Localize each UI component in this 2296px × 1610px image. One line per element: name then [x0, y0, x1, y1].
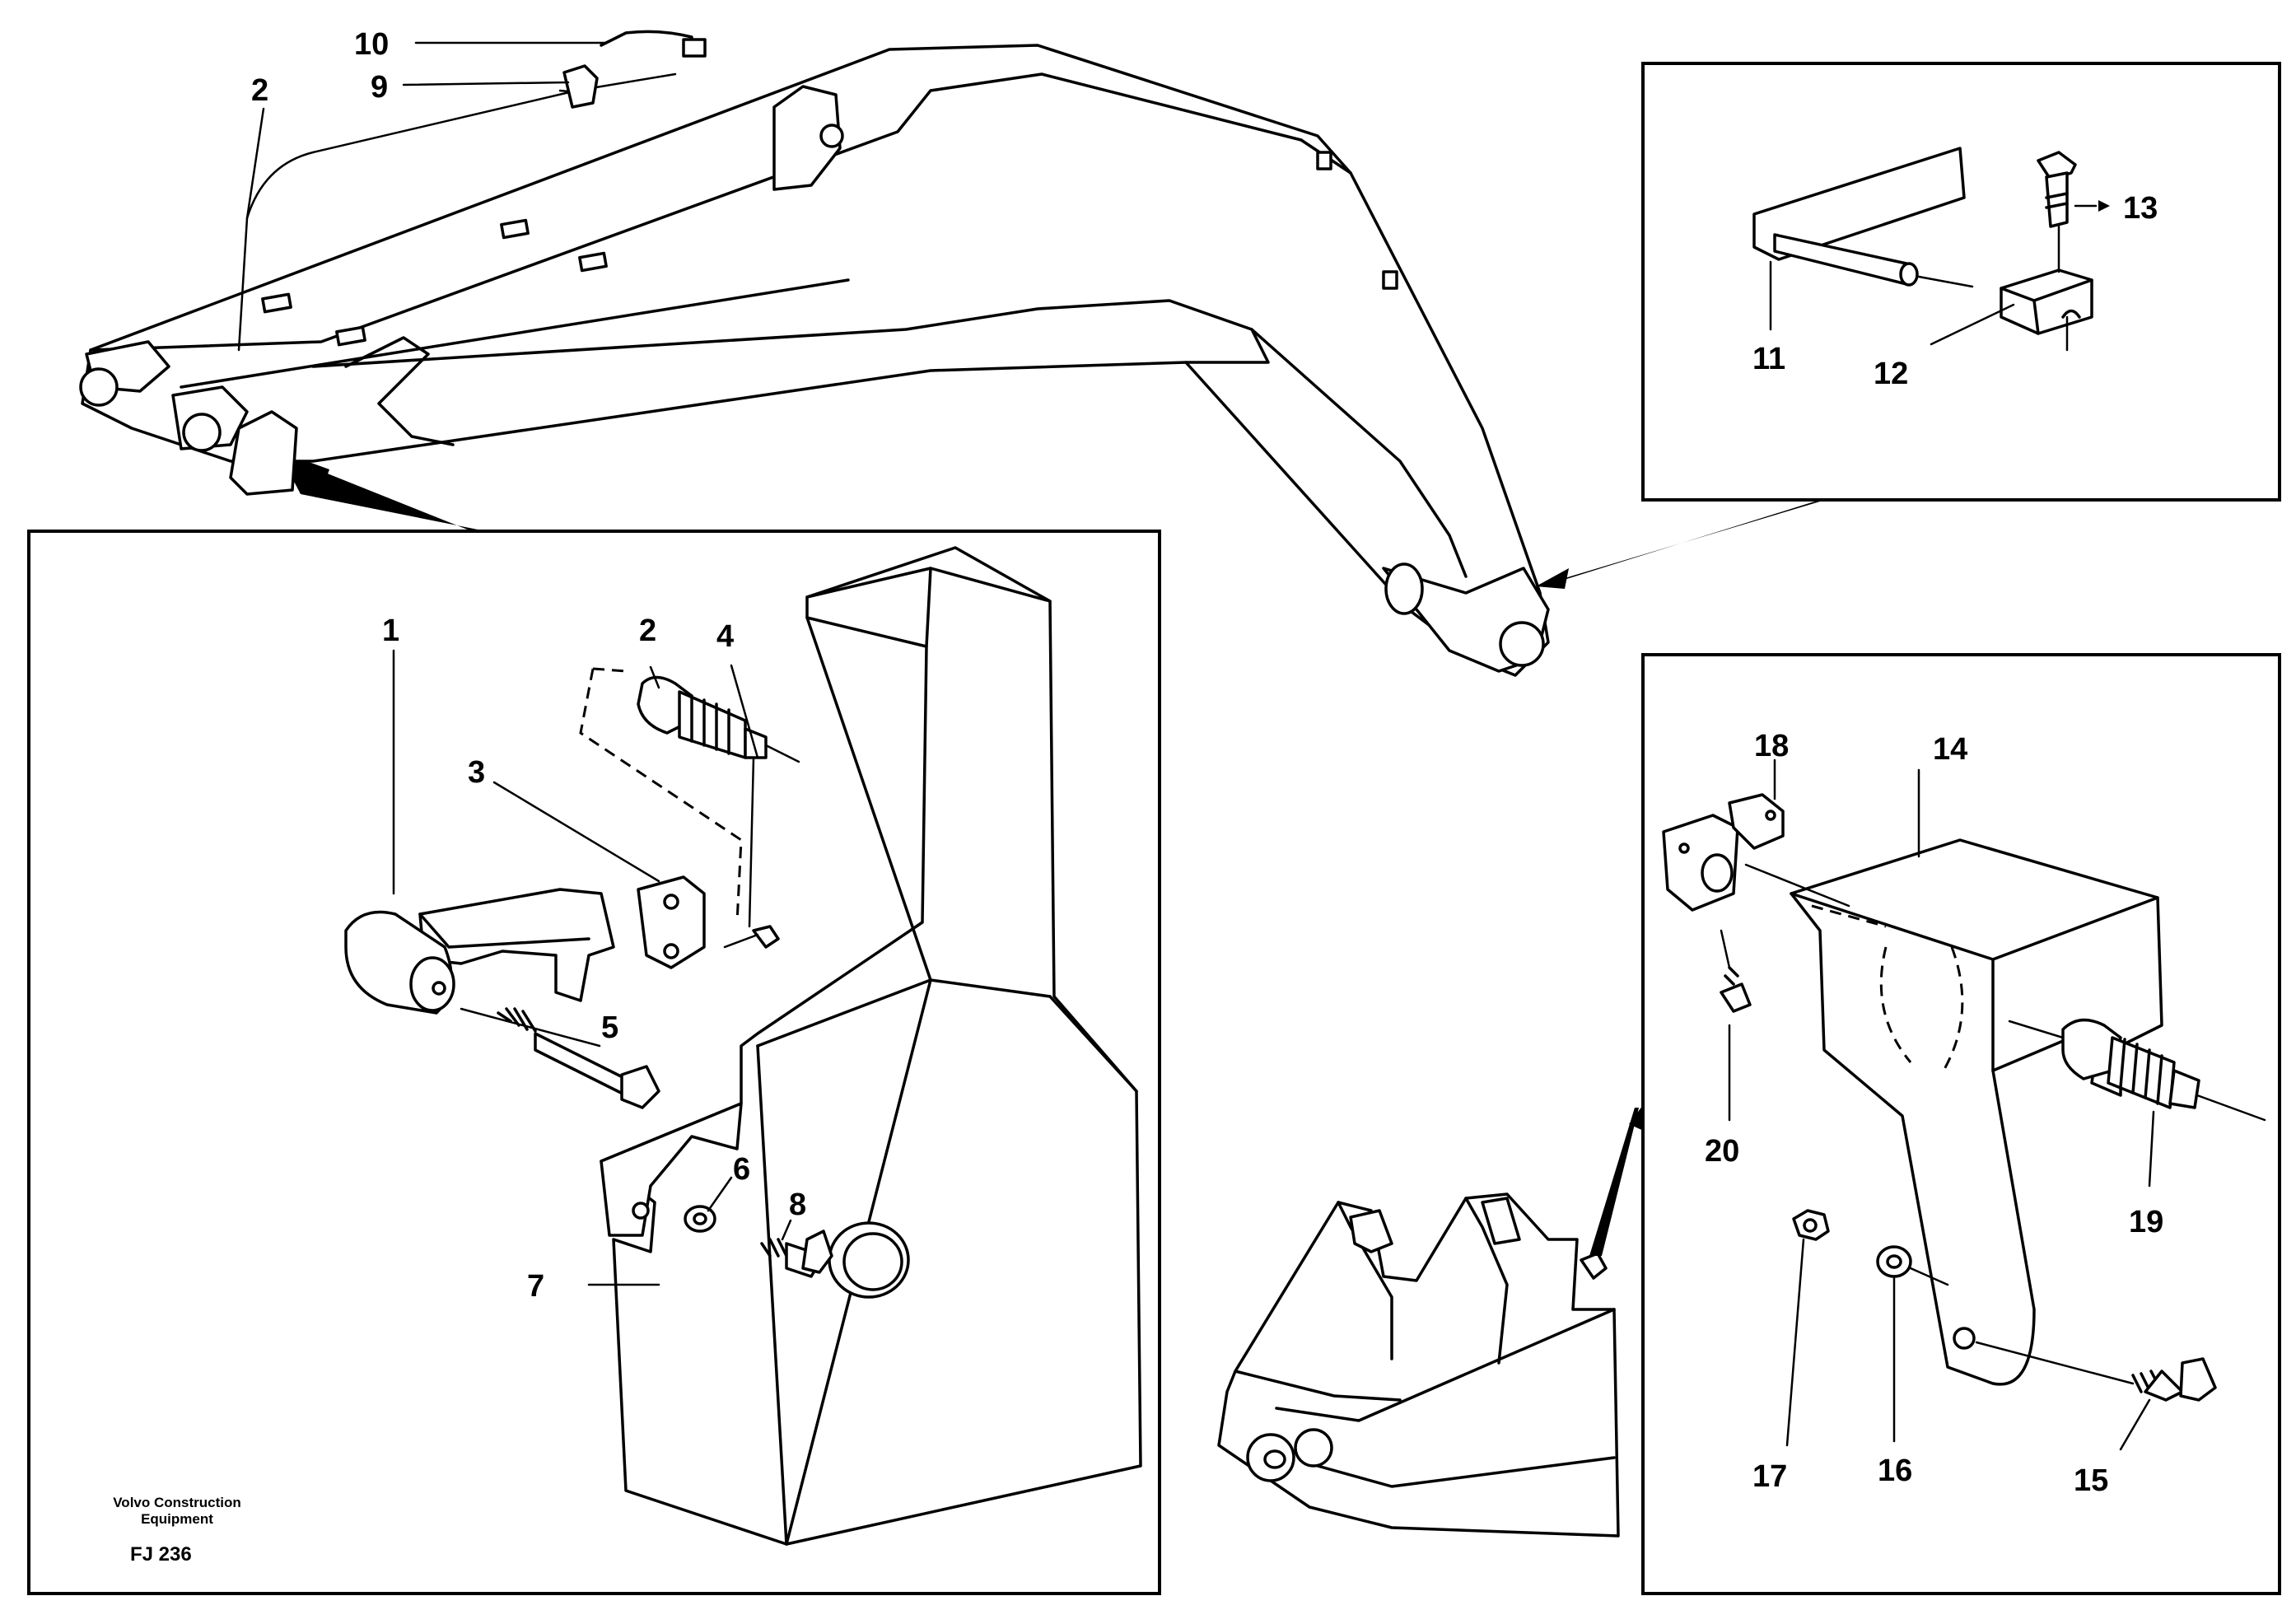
- callout-2-boom: 2: [251, 73, 268, 108]
- callout-5: 5: [601, 1010, 618, 1045]
- guard-plate: [600, 546, 1142, 1546]
- boom-assembly: [79, 30, 1845, 677]
- callout-labels: 10 9 2 13 11 12 1 2 4 3 5 6 8 7 18 14 20…: [251, 27, 2163, 1498]
- callout-1: 1: [382, 614, 399, 648]
- pointer-arrow-right-head: [1536, 568, 1569, 589]
- callout-18: 18: [1754, 729, 1789, 763]
- callout-6: 6: [733, 1152, 750, 1187]
- callout-16: 16: [1878, 1454, 1912, 1488]
- callout-7: 7: [527, 1269, 544, 1304]
- pointer-arrow-left: [280, 455, 506, 537]
- inset-frame-left: Volvo Construction Equipment FJ 236: [27, 530, 1161, 1595]
- manufacturer-label-line2: Equipment: [141, 1511, 213, 1527]
- callout-20: 20: [1705, 1134, 1739, 1169]
- inset-frame-bottom-right: [1641, 653, 2281, 1595]
- callout-9: 9: [371, 70, 388, 105]
- callout-10: 10: [354, 27, 389, 62]
- callout-12: 12: [1874, 357, 1908, 391]
- figure-code: FJ 236: [130, 1543, 192, 1566]
- callout-4: 4: [716, 619, 734, 654]
- callout-17: 17: [1752, 1459, 1787, 1494]
- manufacturer-label-line1: Volvo Construction: [113, 1495, 241, 1510]
- pointer-arrow-right: [1548, 494, 1845, 585]
- callout-15: 15: [2074, 1463, 2108, 1498]
- callout-8: 8: [789, 1188, 806, 1222]
- boom-foot: [1217, 1099, 1647, 1538]
- callout-2: 2: [639, 614, 656, 648]
- inset-frame-top-right: [1641, 62, 2281, 502]
- callout-3: 3: [468, 755, 485, 790]
- callout-19: 19: [2129, 1205, 2163, 1239]
- callout-13: 13: [2123, 191, 2158, 226]
- callout-11: 11: [1752, 342, 1785, 376]
- proximity-sensor: [637, 675, 800, 763]
- callout-14: 14: [1933, 732, 1967, 767]
